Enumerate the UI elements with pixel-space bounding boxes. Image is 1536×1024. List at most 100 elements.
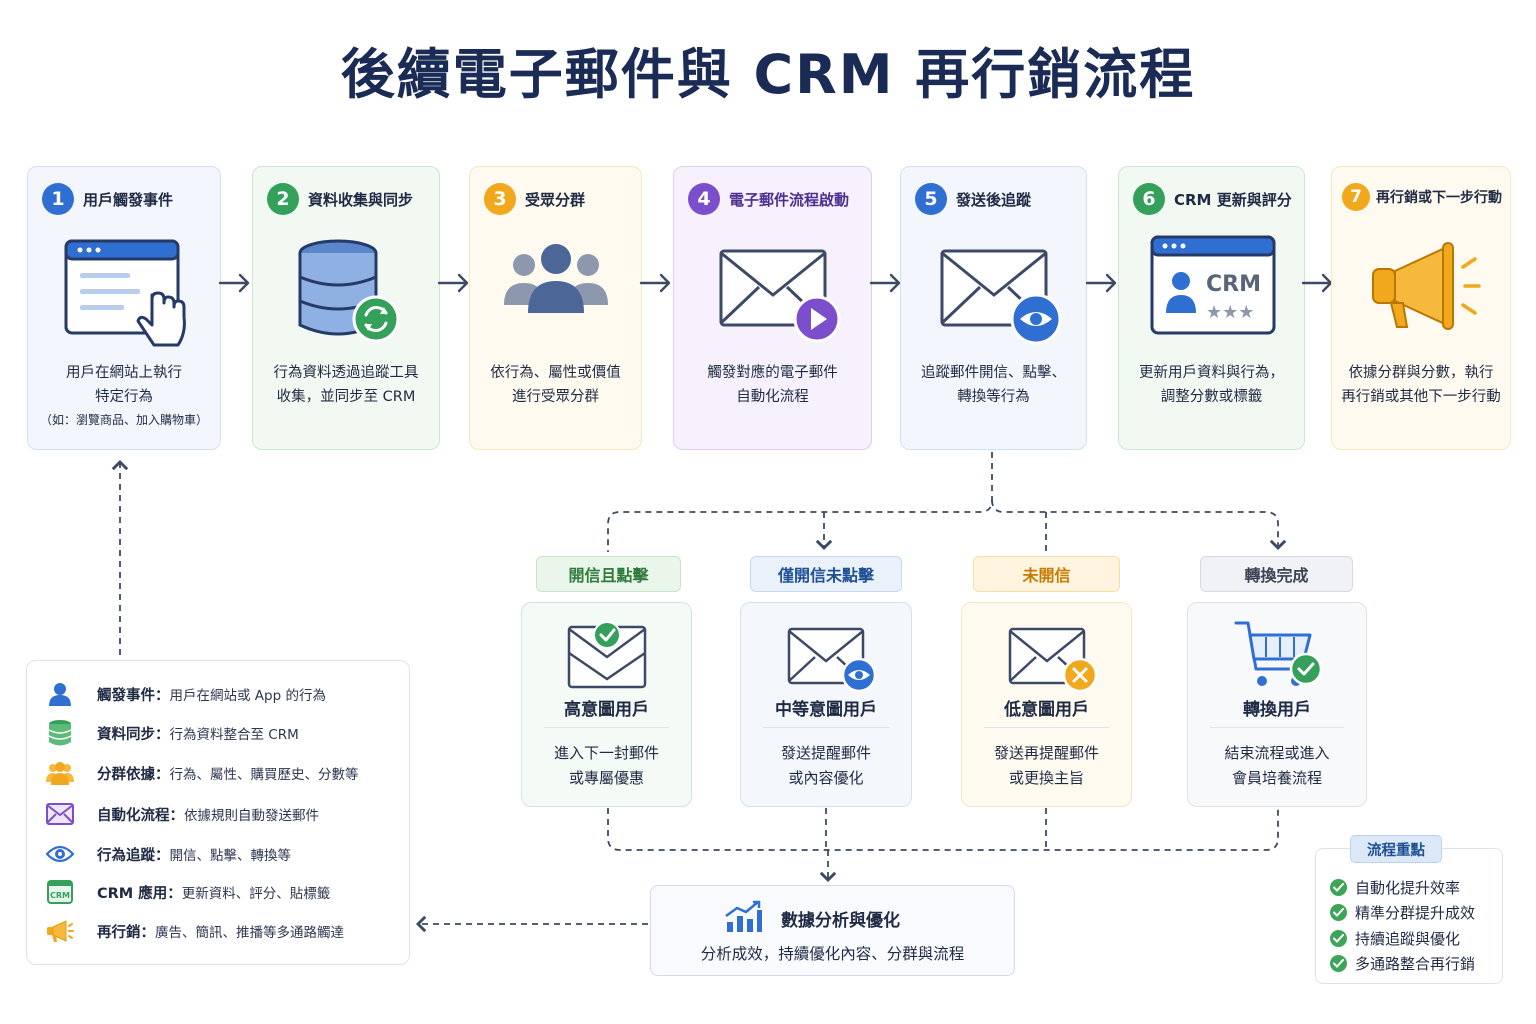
crm-card-icon: CRM ★★★ — [1119, 233, 1304, 351]
key-point-item: 精準分群提升成效 — [1330, 902, 1475, 923]
crm-text: CRM — [1206, 272, 1261, 297]
group-icon — [45, 758, 75, 788]
outcome-tag: 轉換完成 — [1200, 556, 1353, 592]
check-icon — [1330, 930, 1347, 947]
arrow-icon — [437, 273, 469, 293]
outcome-tag: 開信且點擊 — [536, 556, 681, 592]
check-icon — [1330, 904, 1347, 921]
user-icon — [45, 679, 75, 709]
check-icon — [1330, 879, 1347, 896]
outcome-title: 高意圖用戶 — [564, 700, 649, 720]
outcome-card-low: 低意圖用戶 發送再提醒郵件 或更換主旨 — [961, 602, 1132, 807]
legend-item: 觸發事件：用戶在網站或 App 的行為 — [45, 679, 326, 709]
step-label: 受眾分群 — [525, 190, 586, 209]
browser-click-icon — [28, 233, 220, 351]
outcome-desc: 發送提醒郵件 或內容優化 — [780, 744, 871, 787]
legend-key: 觸發事件： — [97, 687, 170, 704]
step-number: 4 — [688, 183, 720, 215]
step-desc: 更新用戶資料與行為， 調整分數或標籤 — [1139, 365, 1284, 405]
step-card-2: 2 資料收集與同步 行為資料透過追蹤工具 收集，並同步至 CRM — [252, 166, 440, 450]
legend-value: 行為、屬性、購買歷史、分數等 — [169, 767, 359, 783]
legend-item: 行為追蹤：開信、點擊、轉換等 — [45, 839, 291, 869]
email-eye-icon — [741, 613, 911, 693]
legend-value: 用戶在網站或 App 的行為 — [169, 688, 326, 704]
divider — [763, 727, 889, 728]
step-label: 發送後追蹤 — [956, 190, 1032, 209]
key-point-text: 自動化提升效率 — [1355, 879, 1461, 897]
megaphone-icon — [45, 916, 75, 946]
key-point-item: 持續追蹤與優化 — [1330, 928, 1460, 949]
key-points-panel: 流程重點 自動化提升效率 精準分群提升成效 持續追蹤與優化 多通路整合再行銷 — [1315, 835, 1503, 984]
legend-key: 分群依據： — [97, 766, 170, 783]
analysis-desc: 分析成效，持續優化內容、分群與流程 — [700, 945, 965, 963]
legend-key: 再行銷： — [97, 924, 155, 941]
mail-icon — [45, 799, 75, 829]
step-desc: 依據分群與分數，執行 再行銷或其他下一步行動 — [1341, 365, 1501, 405]
legend-item: 自動化流程：依據規則自動發送郵件 — [45, 799, 319, 829]
arrow-icon — [218, 273, 250, 293]
outcome-title: 中等意圖用戶 — [775, 700, 877, 720]
step-note: （如：瀏覽商品、加入購物車） — [39, 413, 208, 427]
key-point-item: 自動化提升效率 — [1330, 877, 1460, 898]
legend-value: 行為資料整合至 CRM — [169, 727, 299, 743]
cart-check-icon — [1188, 613, 1366, 693]
crm-icon: CRM — [45, 877, 75, 907]
legend-value: 開信、點擊、轉換等 — [169, 848, 292, 864]
legend-key: 資料同步： — [97, 726, 170, 743]
outcome-desc: 進入下一封郵件 或專屬優惠 — [553, 744, 659, 787]
analysis-box: 數據分析與優化 分析成效，持續優化內容、分群與流程 — [650, 885, 1015, 976]
outcome-card-high: 高意圖用戶 進入下一封郵件 或專屬優惠 — [521, 602, 692, 807]
step-label: CRM 更新與評分 — [1174, 190, 1292, 209]
step-label: 資料收集與同步 — [308, 190, 414, 209]
analysis-title: 數據分析與優化 — [781, 911, 900, 931]
legend-item: 分群依據：行為、屬性、購買歷史、分數等 — [45, 758, 359, 788]
arrow-icon — [1301, 273, 1333, 293]
step-number: 1 — [42, 183, 74, 215]
legend-item: 再行銷： 廣告、簡訊、推播等多通路觸達 — [45, 916, 344, 946]
key-point-item: 多通路整合再行銷 — [1330, 953, 1475, 974]
step-card-6: 6 CRM 更新與評分 CRM ★★★ 更新用戶資料與行為， 調整分數或標籤 — [1118, 166, 1305, 450]
email-eye-icon — [901, 233, 1086, 351]
arrow-icon — [869, 273, 901, 293]
step-desc: 行為資料透過追蹤工具 收集，並同步至 CRM — [273, 365, 419, 405]
step-label: 用戶觸發事件 — [83, 190, 174, 209]
email-x-icon — [962, 613, 1131, 693]
step-desc: 追蹤郵件開信、點擊、 轉換等行為 — [921, 365, 1066, 405]
legend-value: 廣告、簡訊、推播等多通路觸達 — [155, 925, 344, 941]
eye-icon — [45, 839, 75, 869]
outcome-card-medium: 中等意圖用戶 發送提醒郵件 或內容優化 — [740, 602, 912, 807]
divider — [1210, 727, 1344, 728]
outcome-desc: 發送再提醒郵件 或更換主旨 — [993, 744, 1099, 787]
step-number: 6 — [1133, 183, 1165, 215]
outcome-tag: 僅開信未點擊 — [750, 556, 902, 592]
bar-chart-trend-icon — [723, 900, 763, 938]
database-icon — [45, 718, 75, 748]
megaphone-icon — [1332, 233, 1510, 351]
page-title: 後續電子郵件與 CRM 再行銷流程 — [340, 43, 1196, 106]
step-number: 7 — [1342, 183, 1370, 211]
database-sync-icon — [253, 233, 439, 351]
outcome-desc: 結束流程或進入 會員培養流程 — [1224, 744, 1330, 787]
step-label: 電子郵件流程啟動 — [729, 190, 850, 209]
step-label: 再行銷或下一步行動 — [1376, 190, 1502, 206]
step-desc: 用戶在網站上執行 特定行為 — [66, 365, 182, 405]
outcome-title: 轉換用戶 — [1243, 700, 1311, 720]
divider — [984, 727, 1109, 728]
arrow-icon — [1085, 273, 1117, 293]
step-desc: 依行為、屬性或價值 進行受眾分群 — [490, 365, 621, 405]
email-play-icon — [674, 233, 871, 351]
step-number: 2 — [267, 183, 299, 215]
key-point-text: 持續追蹤與優化 — [1355, 930, 1461, 948]
legend-value: 更新資料、評分、貼標籤 — [181, 886, 331, 902]
legend-key: 自動化流程： — [97, 807, 184, 824]
step-card-1: 1 用戶觸發事件 用戶在網站上執行 特定行為 （如：瀏覽商品、加入購物車） — [27, 166, 221, 450]
key-points-title: 流程重點 — [1350, 835, 1442, 863]
legend-item: 資料同步：行為資料整合至 CRM — [45, 718, 299, 748]
outcome-card-converted: 轉換用戶 結束流程或進入 會員培養流程 — [1187, 602, 1367, 807]
svg-text:★★★: ★★★ — [1206, 302, 1254, 323]
key-point-text: 精準分群提升成效 — [1355, 904, 1476, 922]
